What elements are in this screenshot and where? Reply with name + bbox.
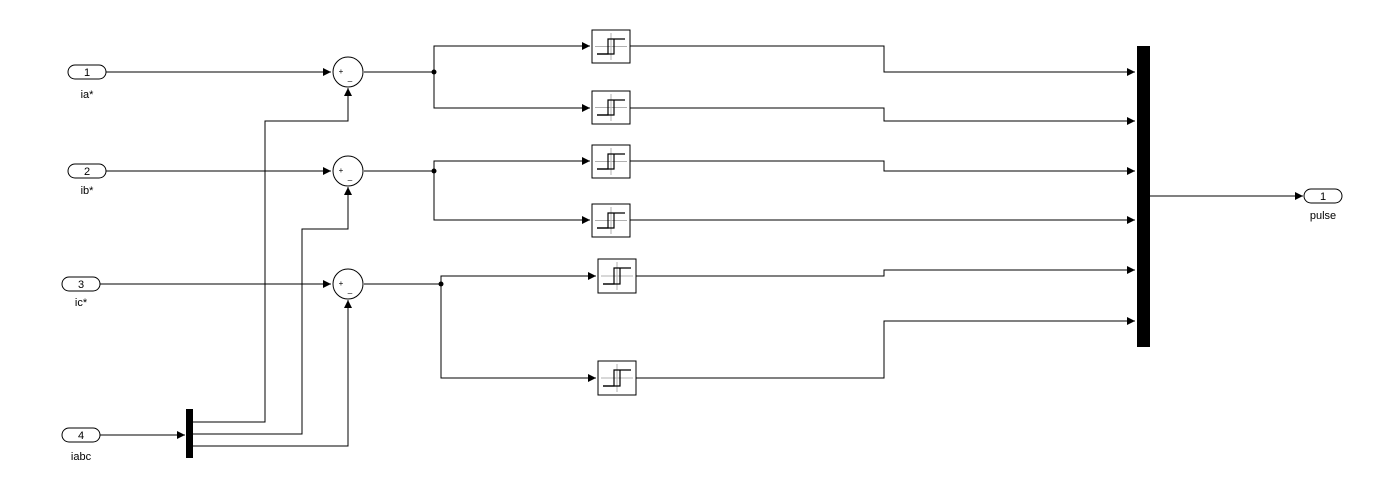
wire-relay1-to-mux <box>630 45 1135 76</box>
wire-sum3-to-relay5 <box>440 272 596 284</box>
sum-block-1[interactable]: + _ <box>332 56 364 88</box>
relay-block-5[interactable] <box>597 258 637 294</box>
inport-2-number: 2 <box>84 166 90 178</box>
inport-3[interactable]: 3 ic* <box>61 276 101 309</box>
inport-3-label: ic* <box>75 297 88 309</box>
signal-lines <box>100 42 1303 447</box>
inport-2-label: ib* <box>81 185 95 197</box>
wire-relay3-to-mux <box>630 160 1135 175</box>
wire-sum1-to-relay2 <box>433 72 590 112</box>
relay-block-6[interactable] <box>597 360 637 396</box>
relay-block-3[interactable] <box>591 144 631 179</box>
wire-relay5-to-mux <box>636 266 1135 277</box>
sum-1-plus-sign: + <box>339 67 344 76</box>
wire-sum2-to-relay3 <box>433 157 590 171</box>
branch-point <box>431 69 437 75</box>
demux-block[interactable] <box>186 409 193 458</box>
wire-relay6-to-mux <box>636 317 1135 379</box>
inport-2[interactable]: 2 ib* <box>67 163 107 197</box>
outport-1[interactable]: 1 pulse <box>1303 188 1343 222</box>
sum-block-3[interactable]: + _ <box>332 268 364 300</box>
relay-block-2[interactable] <box>591 90 631 125</box>
inport-1-label: ia* <box>81 89 95 101</box>
mux-block[interactable] <box>1137 46 1150 347</box>
sum-1-minus-sign: _ <box>347 73 353 82</box>
sum-3-plus-sign: + <box>339 279 344 288</box>
sum-2-minus-sign: _ <box>347 172 353 181</box>
sum-block-2[interactable]: + _ <box>332 155 364 187</box>
inport-4-label: iabc <box>71 451 92 463</box>
outport-1-number: 1 <box>1320 191 1326 203</box>
wire-demux-to-sum3 <box>193 300 352 447</box>
wire-demux-to-sum1 <box>193 88 352 423</box>
relay-block-4[interactable] <box>591 203 631 238</box>
inport-4-number: 4 <box>78 430 84 442</box>
wire-relay2-to-mux <box>630 107 1135 125</box>
wire-demux-to-sum2 <box>193 187 352 435</box>
inport-1-number: 1 <box>84 67 90 79</box>
outport-1-label: pulse <box>1310 210 1336 222</box>
wire-sum1-to-relay1 <box>433 42 590 72</box>
inport-4[interactable]: 4 iabc <box>61 427 101 463</box>
wire-sum3-to-relay6 <box>440 284 596 382</box>
inport-1[interactable]: 1 ia* <box>67 64 107 101</box>
relay-block-1[interactable] <box>591 29 631 64</box>
inport-3-number: 3 <box>78 279 84 291</box>
sum-2-plus-sign: + <box>339 166 344 175</box>
branch-point <box>438 281 444 287</box>
sum-3-minus-sign: _ <box>347 285 353 294</box>
wire-sum2-to-relay4 <box>433 171 590 224</box>
branch-point <box>431 168 437 174</box>
